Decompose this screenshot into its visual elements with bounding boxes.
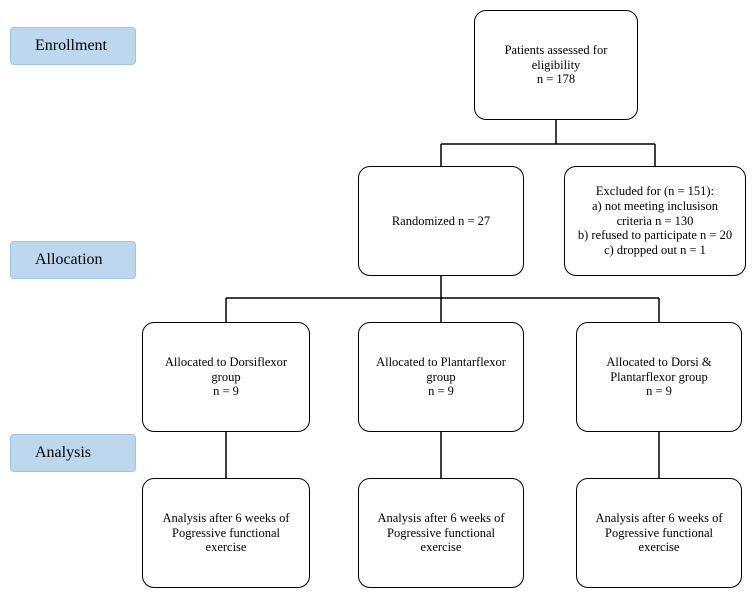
assessed-count: n = 178 <box>536 72 576 87</box>
group-count: n = 9 <box>428 384 454 399</box>
assessed-text: Patients assessed for eligibility <box>504 42 608 72</box>
group-box-dorsi-plantarflexor: Allocated to Dorsi & Plantarflexor group… <box>576 322 742 432</box>
analysis-box-plantarflexor: Analysis after 6 weeks of Pogressive fun… <box>358 478 524 588</box>
analysis-text: Analysis after 6 weeks of Pogressive fun… <box>377 510 505 555</box>
stage-label-enrollment: Enrollment <box>10 27 136 65</box>
analysis-box-dorsi-plantarflexor: Analysis after 6 weeks of Pogressive fun… <box>576 478 742 588</box>
excluded-reason-c: c) dropped out n = 1 <box>604 243 706 258</box>
group-text: Allocated to Dorsi & Plantarflexor group <box>606 354 712 384</box>
group-box-dorsiflexor: Allocated to Dorsiflexor group n = 9 <box>142 322 310 432</box>
analysis-text: Analysis after 6 weeks of Pogressive fun… <box>162 510 290 555</box>
excluded-reason-a: a) not meeting inclusison criteria n = 1… <box>591 198 719 228</box>
assessed-box: Patients assessed for eligibility n = 17… <box>474 10 638 120</box>
group-box-plantarflexor: Allocated to Plantarflexor group n = 9 <box>358 322 524 432</box>
stage-label-allocation: Allocation <box>10 241 136 279</box>
stage-label-analysis: Analysis <box>10 434 136 472</box>
group-count: n = 9 <box>646 384 672 399</box>
analysis-box-dorsiflexor: Analysis after 6 weeks of Pogressive fun… <box>142 478 310 588</box>
randomized-text: Randomized n = 27 <box>391 213 491 228</box>
excluded-reason-b: b) refused to participate n = 20 <box>577 228 733 243</box>
randomized-box: Randomized n = 27 <box>358 166 524 276</box>
analysis-text: Analysis after 6 weeks of Pogressive fun… <box>595 510 723 555</box>
excluded-title: Excluded for (n = 151): <box>595 184 715 199</box>
excluded-box: Excluded for (n = 151): a) not meeting i… <box>564 166 746 276</box>
group-count: n = 9 <box>213 384 239 399</box>
group-text: Allocated to Plantarflexor group <box>376 354 506 384</box>
group-text: Allocated to Dorsiflexor group <box>164 354 288 384</box>
